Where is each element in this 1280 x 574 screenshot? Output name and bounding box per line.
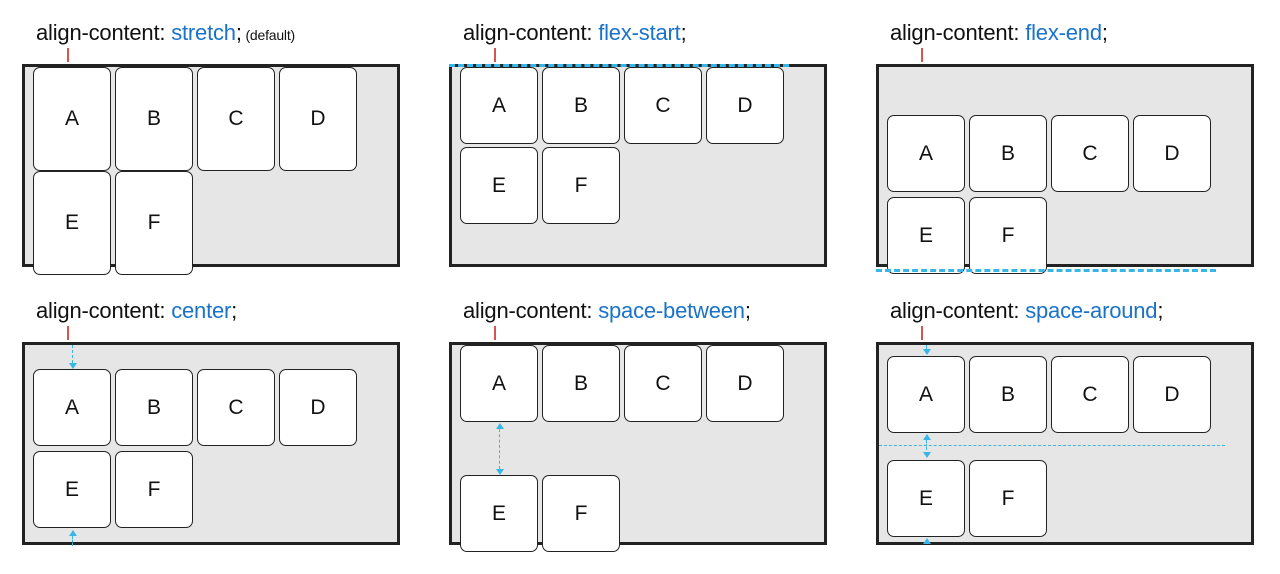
flex-item-d: D <box>1133 356 1211 433</box>
marker-tick <box>67 48 69 62</box>
flex-item-b: B <box>115 67 193 171</box>
panel-title: align-content: space-between; <box>463 298 751 324</box>
flex-item-a: A <box>33 67 111 171</box>
flex-item-f: F <box>969 197 1047 274</box>
top-gap-guide <box>72 345 73 363</box>
arrow-up-icon <box>923 538 931 544</box>
semicolon: ; <box>744 298 751 323</box>
flex-item-a: A <box>460 345 538 422</box>
arrow-up-icon <box>496 423 504 429</box>
cross-end-guide <box>876 269 1216 272</box>
marker-tick <box>67 326 69 340</box>
flex-item-f: F <box>542 147 620 224</box>
panel-stretch: align-content: stretch; (default) A B C … <box>22 2 406 275</box>
flex-item-e: E <box>33 451 111 528</box>
property-value: center <box>171 298 232 323</box>
property-value: flex-end <box>1025 20 1102 45</box>
flex-item-f: F <box>115 451 193 528</box>
arrow-down-icon <box>923 349 931 355</box>
semicolon: ; <box>680 20 687 45</box>
panel-title: align-content: space-around; <box>890 298 1163 324</box>
flex-item-d: D <box>279 67 357 171</box>
flex-item-c: C <box>1051 115 1129 192</box>
arrow-down-icon <box>69 363 77 369</box>
flex-item-c: C <box>197 67 275 171</box>
flex-item-c: C <box>624 345 702 422</box>
panel-title: align-content: flex-start; <box>463 20 687 46</box>
flex-item-e: E <box>460 147 538 224</box>
flex-item-d: D <box>706 67 784 144</box>
panel-space-around: align-content: space-around; A B C D E F <box>876 280 1260 545</box>
flex-item-b: B <box>115 369 193 446</box>
flex-item-f: F <box>969 460 1047 537</box>
flex-item-d: D <box>706 345 784 422</box>
panel-flex-start: align-content: flex-start; A B C D E F <box>449 2 833 267</box>
semicolon: ; <box>231 298 238 323</box>
flex-item-a: A <box>33 369 111 446</box>
panel-center: align-content: center; A B C D E F <box>22 280 406 546</box>
marker-tick <box>921 326 923 340</box>
semicolon: ; <box>1101 20 1108 45</box>
flex-container: A B C D E F <box>449 64 827 267</box>
flex-item-a: A <box>460 67 538 144</box>
flex-container: A B C D E F <box>876 64 1254 274</box>
flex-item-d: D <box>1133 115 1211 192</box>
flex-item-b: B <box>542 345 620 422</box>
flex-item-e: E <box>887 460 965 537</box>
property-label: align-content: <box>463 298 599 323</box>
default-note: (default) <box>241 27 295 43</box>
panel-title: align-content: stretch; (default) <box>36 20 295 46</box>
property-value: space-between <box>598 298 745 323</box>
marker-tick <box>494 48 496 62</box>
semicolon: ; <box>1157 298 1164 323</box>
flex-item-a: A <box>887 115 965 192</box>
flex-item-b: B <box>969 356 1047 433</box>
arrow-up-icon <box>69 530 77 536</box>
panel-title: align-content: flex-end; <box>890 20 1108 46</box>
property-label: align-content: <box>463 20 599 45</box>
property-label: align-content: <box>890 298 1026 323</box>
marker-tick <box>921 48 923 62</box>
flex-item-c: C <box>624 67 702 144</box>
flex-item-f: F <box>115 171 193 275</box>
flex-container: A B C D E F <box>876 342 1254 545</box>
bottom-gap-guide <box>72 536 73 546</box>
property-value: stretch <box>171 20 236 45</box>
property-value: space-around <box>1025 298 1158 323</box>
arrow-up-icon <box>923 434 931 440</box>
panel-title: align-content: center; <box>36 298 237 324</box>
flex-item-c: C <box>197 369 275 446</box>
line-divider-guide <box>879 445 1225 446</box>
property-value: flex-start <box>598 20 681 45</box>
flex-item-f: F <box>542 475 620 552</box>
panel-flex-end: align-content: flex-end; A B C D E F <box>876 2 1260 274</box>
arrow-down-icon <box>923 452 931 458</box>
flex-item-e: E <box>460 475 538 552</box>
top-gap-guide <box>926 345 927 349</box>
semicolon: ; <box>235 20 242 45</box>
panel-space-between: align-content: space-between; A B C D E … <box>449 280 833 552</box>
marker-tick <box>494 326 496 340</box>
flex-item-b: B <box>969 115 1047 192</box>
flex-container: A B C D E F <box>449 342 827 552</box>
flex-container: A B C D E F <box>22 342 400 546</box>
gap-guide <box>926 440 927 450</box>
flex-item-d: D <box>279 369 357 446</box>
flex-item-c: C <box>1051 356 1129 433</box>
property-label: align-content: <box>890 20 1026 45</box>
property-label: align-content: <box>36 20 172 45</box>
flex-item-a: A <box>887 356 965 433</box>
flex-container: A B C D E F <box>22 64 400 275</box>
flex-item-e: E <box>33 171 111 275</box>
cross-start-guide <box>449 64 789 67</box>
flex-item-e: E <box>887 197 965 274</box>
arrow-down-icon <box>496 469 504 475</box>
gap-guide <box>499 429 500 469</box>
property-label: align-content: <box>36 298 172 323</box>
flex-item-b: B <box>542 67 620 144</box>
